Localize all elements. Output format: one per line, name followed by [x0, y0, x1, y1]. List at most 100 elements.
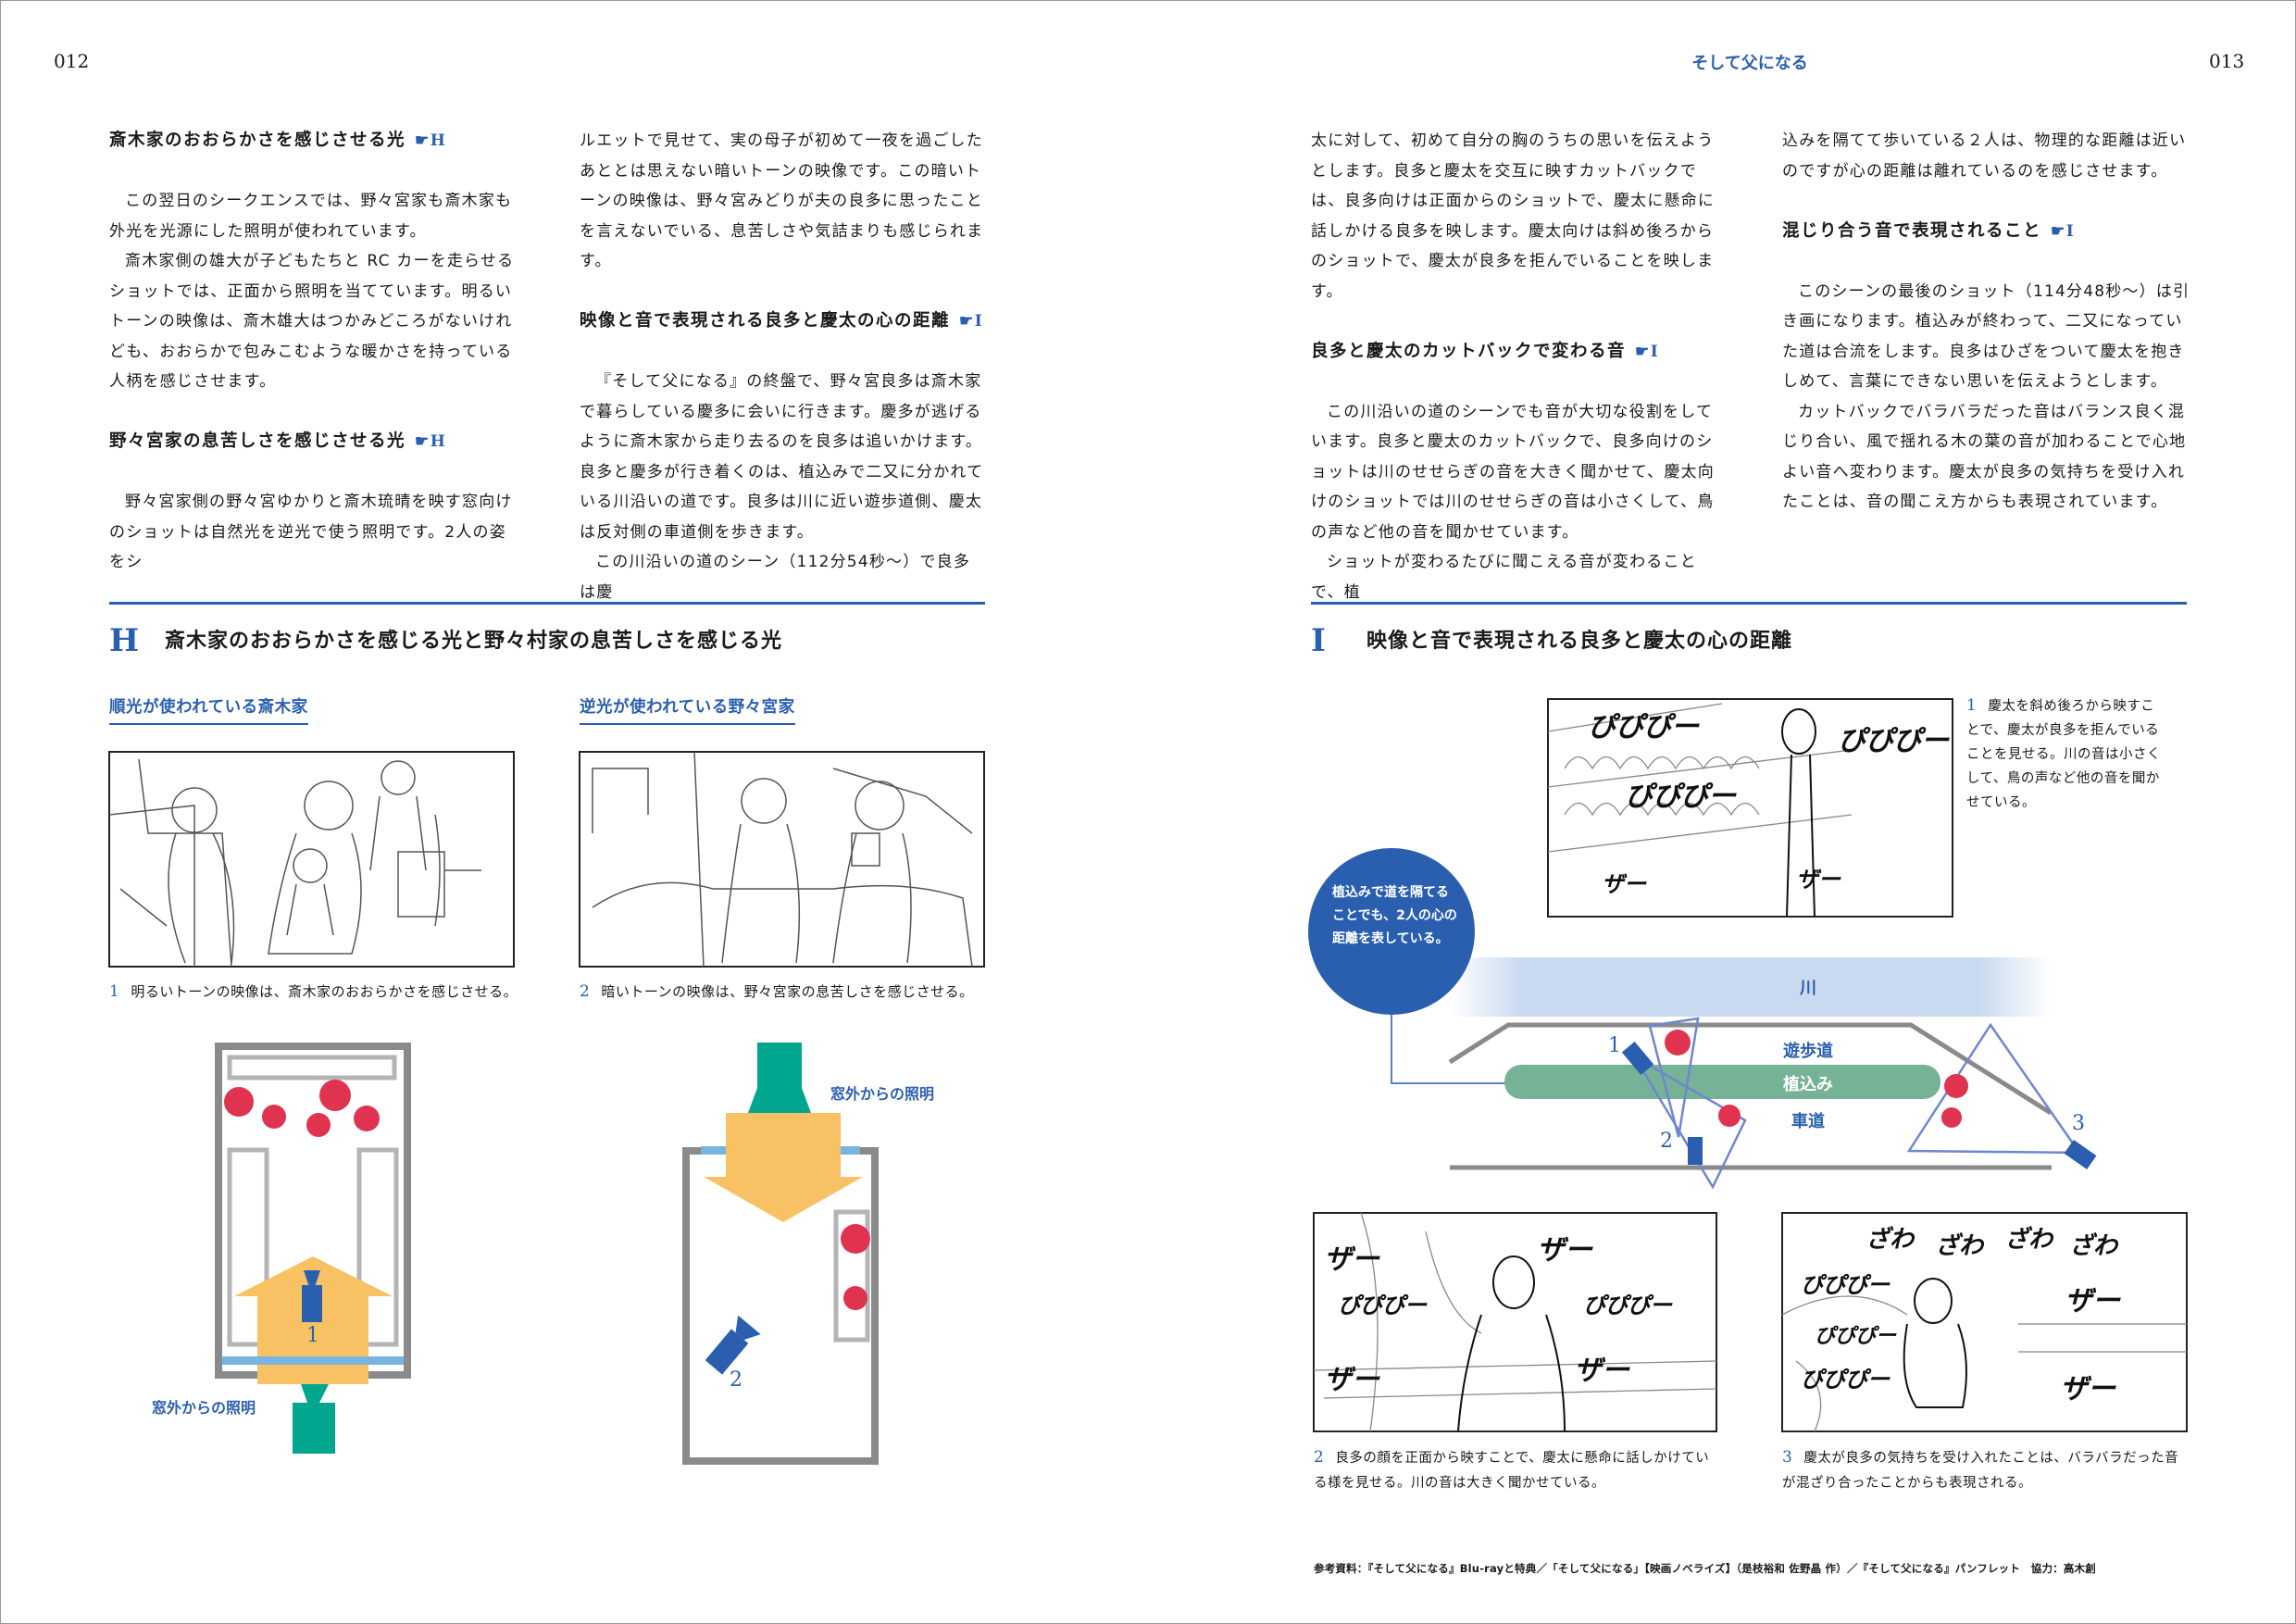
light-label: 窓外からの照明 — [830, 1085, 935, 1103]
sound-effect: ザー — [1602, 871, 1646, 897]
character-icons — [1665, 1030, 1968, 1128]
sound-effect: ぴぴぴー — [1801, 1367, 1890, 1393]
camera-icon — [705, 1315, 761, 1375]
cross-reference-i[interactable]: ☛I — [1635, 342, 1660, 361]
sound-effect: ぴぴぴー — [1838, 725, 1949, 757]
river-label: 川 — [1800, 979, 1816, 998]
caption-text: 良多の顔を正面から映すことで、慶太に懸命に話しかけている様を見せる。川の音は大き… — [1314, 1451, 1710, 1491]
sound-effect: ざわ — [1866, 1226, 1915, 1254]
subheading: 良多と慶太のカットバックで変わる音 ☛I — [1311, 337, 1722, 368]
paragraph: 太に対して、初めて自分の胸のうちの思いを伝えようとします。良多と慶太を交互に映す… — [1311, 131, 1716, 301]
camera-icons — [1621, 1041, 2097, 1169]
section-letter: H — [109, 622, 141, 659]
river-bank-line — [1448, 1022, 2053, 1116]
subheading: 野々宮家の息苦しさを感じさせる光☛H — [109, 427, 517, 457]
light-arrow-down — [704, 1113, 863, 1222]
caption-text: 明るいトーンの映像は、斎木家のおおらかさを感じさせる。 — [131, 983, 518, 1000]
paragraph: この翌日のシークエンスでは、野々宮家も斎木家も外光を光源にした照明が使われていま… — [109, 192, 513, 241]
hedge — [1504, 1065, 1940, 1099]
sound-effect: ぴぴぴー — [1801, 1272, 1890, 1298]
sound-effect: ぴぴぴー — [1625, 781, 1736, 813]
subheading-text: 映像と音で表現される良多と慶太の心の距離 — [580, 311, 951, 331]
sound-effect: ザー — [1796, 867, 1841, 893]
sound-effect: ぴぴぴー — [1588, 711, 1699, 743]
section-rule-i — [1311, 602, 2187, 605]
caption-number: 1 — [109, 982, 120, 1001]
paragraph: 斎木家側の雄大が子どもたちと RC カーを走らせるショットでは、正面から照明を当… — [109, 252, 515, 391]
section-title: 映像と音で表現される良多と慶太の心の距離 — [1366, 630, 1793, 653]
sound-effect: ぴぴぴー — [1583, 1293, 1672, 1318]
page-number-left: 012 — [54, 50, 90, 72]
sound-effect: ざわ — [1935, 1232, 1984, 1260]
caption-h-1: 1 明るいトーンの映像は、斎木家のおおらかさを感じさせる。 — [109, 980, 518, 1005]
subtitle-front-light: 順光が使われている斎木家 — [109, 694, 308, 725]
text-column-4: 込みを隔てて歩いている２人は、物理的な距離は近いのですが心の距離は離れているのを… — [1782, 126, 2199, 518]
camera-number: 1 — [1608, 1034, 1621, 1057]
references-note: 参考資料：『そして父になる』Blu-rayと特典／「そして父になる」【映画ノベラ… — [1314, 1562, 2096, 1575]
text-column-1: 斎木家のおおらかさを感じさせる光 ☛H この翌日のシークエンスでは、野々宮家も斎木… — [109, 126, 517, 578]
cross-reference-i[interactable]: ☛I — [959, 312, 984, 331]
running-title: そして父になる — [1691, 54, 1808, 73]
subheading-text: 斎木家のおおらかさを感じさせる光 — [109, 131, 406, 150]
sound-effect: ザー — [1574, 1355, 1629, 1387]
camera-number: 2 — [1660, 1130, 1673, 1153]
subheading-text: 混じり合う音で表現されること — [1782, 220, 2042, 241]
film-still-saiki-family — [108, 751, 515, 968]
caption-text: 慶太を斜め後ろから映すことで、慶太が良多を拒んでいることを見せる。川の音は小さく… — [1966, 699, 2161, 810]
section-letter: I — [1311, 622, 1327, 659]
text-column-2: ルエットで見せて、実の母子が初めて一夜を過ごしたあととは思えない暗いトーンの映像… — [580, 126, 987, 607]
figure-icon — [843, 1286, 867, 1310]
cross-reference-h[interactable]: ☛H — [415, 131, 447, 150]
film-still-nonomiya-family — [579, 751, 985, 968]
subheading: 混じり合う音で表現されること ☛I — [1782, 217, 2199, 247]
bubble-leader-line — [1391, 1015, 1541, 1084]
camera-number: 1 — [306, 1324, 319, 1347]
subheading-text: 良多と慶太のカットバックで変わる音 — [1311, 341, 1627, 361]
manga-panel-1 — [1547, 698, 1953, 918]
paragraph: この川沿いの道のシーン（112分54秒〜）で良多は慶 — [580, 553, 971, 602]
paragraph: 『そして父になる』の終盤で、野々宮良多は斎木家で暮らしている慶多に会いに行きます… — [580, 372, 984, 542]
sound-effect: ざわ — [2069, 1232, 2118, 1260]
paragraph: ルエットで見せて、実の母子が初めて一夜を過ごしたあととは思えない暗いトーンの映像… — [580, 131, 984, 270]
cross-reference-i[interactable]: ☛I — [2051, 221, 2076, 241]
lamp-icon — [293, 1384, 335, 1454]
lamp-icon — [748, 1043, 811, 1113]
figure-icon — [841, 1224, 870, 1254]
floor-plan-saiki — [215, 1043, 411, 1454]
sound-effect: ぴぴぴー — [1338, 1293, 1427, 1318]
paragraph: 野々宮家側の野々宮ゆかりと斎木琉晴を映す窓向けのショットは自然光を逆光で使う照明… — [109, 493, 513, 571]
sound-effect: ザー — [1324, 1364, 1379, 1396]
family-figures — [224, 1080, 380, 1137]
caption-number: 2 — [580, 982, 591, 1001]
caption-number: 3 — [1782, 1448, 1793, 1467]
paragraph: カットバックでバラバラだった音はバランス良く混じり合い、風で揺れる木の葉の音が加… — [1782, 402, 2187, 512]
caption-number: 2 — [1314, 1448, 1325, 1467]
floor-plan-nonomiya — [682, 1043, 879, 1465]
manga-panel-2 — [1313, 1212, 1717, 1432]
caption-text: 慶太が良多の気持ちを受け入れたことは、バラバラだった音が混ざり合ったことからも表… — [1782, 1451, 2179, 1491]
cross-reference-h[interactable]: ☛H — [415, 432, 447, 451]
caption-number: 1 — [1966, 696, 1978, 715]
subheading: 映像と音で表現される良多と慶太の心の距離 ☛I — [580, 306, 987, 337]
subheading: 斎木家のおおらかさを感じさせる光 ☛H — [109, 126, 517, 156]
camera-icon — [302, 1285, 322, 1322]
section-i-heading: I 映像と音で表現される良多と慶太の心の距離 — [1311, 622, 1792, 659]
walkway-label: 遊歩道 — [1783, 1042, 1833, 1061]
hedge-label: 植込み — [1783, 1075, 1833, 1094]
caption-text: 暗いトーンの映像は、野々宮家の息苦しさを感じさせる。 — [601, 983, 974, 1000]
camera-number: 2 — [730, 1368, 742, 1392]
sound-effect: ざわ — [2004, 1226, 2053, 1254]
page-number-right: 013 — [2209, 50, 2245, 72]
sound-effect: ザー — [1324, 1243, 1379, 1276]
caption-h-2: 2 暗いトーンの映像は、野々宮家の息苦しさを感じさせる。 — [580, 980, 974, 1005]
camera-number: 3 — [2072, 1112, 2085, 1135]
sound-effect: ぴぴぴー — [1815, 1325, 1897, 1348]
text-column-3: 太に対して、初めて自分の胸のうちの思いを伝えようとします。良多と慶太を交互に映す… — [1311, 126, 1722, 607]
sound-effect: ザー — [1537, 1234, 1592, 1267]
window — [222, 1356, 404, 1365]
subtitle-back-light: 逆光が使われている野々宮家 — [580, 694, 795, 725]
